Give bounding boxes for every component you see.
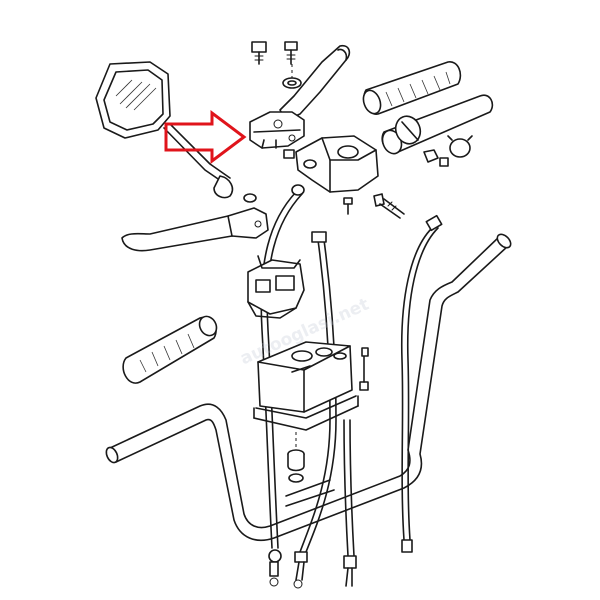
highlight-arrow (164, 110, 247, 164)
throttle-grip (362, 61, 462, 115)
front-brake-master-cylinder (283, 135, 379, 193)
circlip (447, 135, 473, 158)
tachometer-cable (343, 419, 357, 587)
speedometer-cable (293, 231, 337, 589)
throttle-cable (400, 214, 443, 553)
locking-washer (282, 77, 302, 89)
clutch-cable (260, 184, 305, 587)
front-brake-lever (279, 44, 351, 121)
left-switch-housing (247, 255, 305, 319)
clutch-lever (121, 193, 269, 252)
instrument-cluster (253, 341, 369, 431)
throttle-tube (381, 94, 494, 155)
throttle-nut (423, 149, 449, 167)
clutch-lever-bracket (249, 111, 305, 149)
rear-view-mirror (95, 61, 234, 199)
lever-pivot-bolt (251, 41, 267, 65)
left-grip (122, 315, 218, 384)
handlebar (105, 233, 512, 542)
lever-adjuster-screw (284, 41, 298, 65)
small-screw (343, 197, 353, 215)
mounting-bushing (287, 432, 305, 483)
clamp-bolt (373, 193, 405, 219)
